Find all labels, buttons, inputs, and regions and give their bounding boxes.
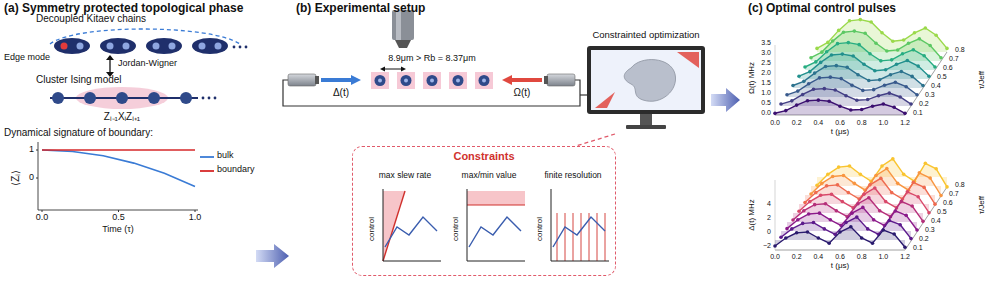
axis-tick: −2 (763, 242, 771, 250)
laser-loop (283, 74, 587, 106)
axis-label: ⟨Zᵢ⟩ (10, 170, 21, 186)
node-heading: Constrainted optimization (592, 30, 699, 40)
axis-tick: 2 (767, 214, 771, 222)
axis-tick: 0.0 (770, 119, 780, 127)
signal-label: Δ(t) (333, 87, 349, 98)
axis-tick: 0.3 (925, 91, 935, 99)
chain-title: Cluster Ising model (36, 74, 122, 85)
constraint-plot: max slew rate control (365, 169, 445, 273)
axis-tick: 1.0 (761, 89, 771, 97)
axis-tick: 0.6 (943, 199, 953, 207)
constraint-sketch (547, 185, 611, 267)
axis-tick: 0.2 (919, 235, 929, 243)
plot-title: max/min value (462, 171, 517, 180)
kitaev-chains (50, 29, 247, 54)
axis-tick: 0.5 (761, 99, 771, 107)
axis-tick: 0.4 (813, 253, 823, 261)
cluster-chain (50, 87, 216, 109)
pulse-surface (773, 18, 949, 115)
axis-tick: 0.4 (813, 119, 823, 127)
axis-tick: 0.2 (792, 119, 802, 127)
axis-tick: 0.6 (943, 64, 953, 72)
axis-label: t (μs) (831, 128, 849, 137)
axis-tick: 0.0 (761, 109, 771, 117)
constraint-sketch (463, 185, 527, 267)
axis-label: Δ(t) MHz (748, 199, 757, 231)
axis-tick: 0.8 (857, 119, 867, 127)
axis-tick: 0.5 (937, 73, 947, 81)
axis-tick: 1.0 (878, 119, 888, 127)
dashed-leader (576, 134, 615, 146)
axis-tick: 0.4 (931, 217, 941, 225)
axis-tick: 0.8 (955, 181, 965, 189)
axis-tick: 3.5 (761, 39, 771, 47)
constraints-box: max slew rate control max/min value control… (352, 146, 616, 276)
axis-tick: 1.2 (900, 119, 910, 127)
axis-tick: 4 (767, 200, 771, 208)
axis-tick: 0.6 (835, 253, 845, 261)
boundary-plot (36, 142, 198, 212)
axis-tick: 0.5 (937, 208, 947, 216)
axis-tick: 0.2 (792, 253, 802, 261)
chain-title: Decoupled Kitaev chains (36, 13, 146, 24)
legend-line (200, 156, 214, 158)
stabilizer-label: Zᵢ₋₁XᵢZᵢ₊₁ (104, 111, 140, 122)
axis-label: control (452, 217, 461, 241)
signal-label: Ω(t) (514, 87, 531, 98)
axis-tick: 1.0 (189, 213, 202, 223)
box-heading: Constraints (453, 150, 514, 162)
plot-title: Dynamical signature of boundary: (4, 127, 153, 138)
pulse-surface (773, 157, 949, 250)
axis-tick: 0.8 (857, 253, 867, 261)
axis-tick: 0.6 (835, 119, 845, 127)
axis-tick: 1.5 (761, 79, 771, 87)
atom-array (371, 67, 493, 90)
mapping-label: Jordan-Wigner (118, 59, 177, 69)
microscope (392, 10, 414, 48)
axis-tick: 0.8 (955, 46, 965, 54)
axis-tick: 3.0 (761, 49, 771, 57)
constraint-plot: finite resolution control (533, 169, 613, 273)
axis-label: τ/Jeff (978, 71, 987, 89)
axis-tick: 1.2 (900, 253, 910, 261)
plot-title: finite resolution (544, 171, 601, 180)
axis-tick: 2.0 (761, 69, 771, 77)
legend-label: boundary (217, 165, 255, 175)
monitor-node: Constrainted optimization (585, 30, 707, 134)
axis-tick: 0.1 (913, 244, 923, 252)
axis-tick: 0 (767, 228, 771, 236)
axis-label: control (536, 217, 545, 241)
axis-label: Time (τ) (102, 225, 134, 235)
plot-title: max slew rate (379, 171, 431, 180)
axis-tick: 0 (29, 173, 34, 183)
monitor-icon (585, 46, 707, 132)
panel-heading: (c) Optimal control pulses (748, 2, 896, 15)
axis-tick: 0.1 (913, 109, 923, 117)
axis-label: control (368, 217, 377, 241)
axis-label: Ω(t) MHz (748, 62, 757, 94)
axis-label: τ/Jeff (978, 196, 987, 214)
jordan-wigner-arrow (106, 55, 114, 77)
axis-tick: 1.0 (878, 253, 888, 261)
axis-tick: 2.5 (761, 59, 771, 67)
legend-line (200, 170, 214, 172)
legend-label: bulk (217, 151, 234, 161)
axis-tick: 0.3 (925, 226, 935, 234)
dimension-label: 8.9μm > Rb = 8.37μm (388, 54, 475, 64)
axis-tick: 0.0 (36, 213, 49, 223)
axis-tick: 1 (29, 145, 34, 155)
axis-tick: 0.7 (949, 190, 959, 198)
axis-tick: 0.5 (112, 213, 125, 223)
panel-heading: (b) Experimental setup (296, 2, 425, 15)
axis-tick: 0.7 (949, 55, 959, 63)
constraint-sketch (379, 185, 443, 267)
axis-tick: 0.2 (919, 100, 929, 108)
axis-tick: 0.4 (931, 82, 941, 90)
axis-label: t (μs) (831, 262, 849, 271)
constraint-plot: max/min value control (449, 169, 529, 273)
edge-mode-label: Edge mode (4, 53, 50, 63)
axis-tick: 0.0 (770, 253, 780, 261)
